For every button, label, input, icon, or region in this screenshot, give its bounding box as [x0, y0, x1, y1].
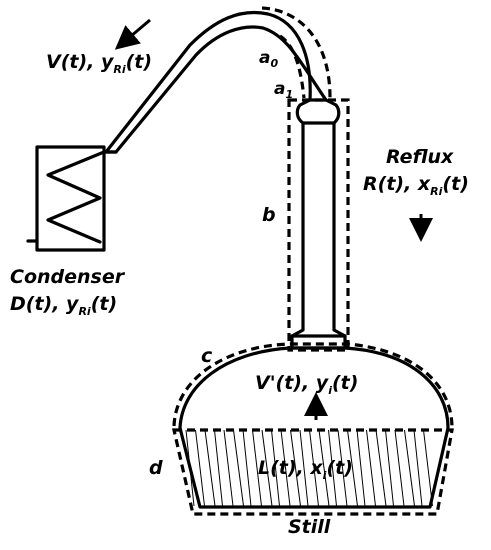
liquid-hatch-line	[337, 429, 348, 507]
still-label: Still	[288, 516, 331, 538]
liquid-hatch-line	[252, 429, 262, 507]
liquid-hatch-line	[385, 429, 394, 507]
liquid-hatch-line	[347, 429, 358, 507]
liquid-hatch-line	[280, 429, 291, 507]
region-a-dashed	[261, 6, 332, 99]
still-body	[178, 346, 450, 509]
liquid-hatch-line	[299, 429, 309, 507]
vapor-out-label: V(t), yRi(t)	[46, 51, 152, 76]
liquid-hatch-line	[356, 429, 366, 507]
reflux-title: Reflux	[386, 146, 454, 168]
liquid-hatch-line	[233, 429, 244, 507]
vapor-out-arrow	[114, 18, 151, 50]
liquid-hatch-line	[290, 429, 301, 507]
liquid-hatch-line	[309, 429, 319, 507]
condenser-value: D(t), yRi(t)	[10, 293, 117, 318]
liquid-hatch-line	[375, 429, 387, 507]
liquid-hatch-line	[366, 429, 376, 507]
region-d-dashed	[171, 428, 454, 516]
liquid-hatch-line	[394, 429, 405, 507]
a0-label: a0	[259, 48, 278, 70]
liquid-hatch-line	[404, 429, 415, 507]
region-c-dashed	[172, 342, 454, 429]
still-vapor-label: V'(t), yi(t)	[255, 372, 358, 397]
liquid-hatch-line	[204, 429, 216, 507]
liquid-hatch-line	[223, 429, 234, 507]
liquid-hatch-line	[214, 429, 223, 507]
liquid-hatch-line	[261, 429, 273, 507]
liquid-label: L(t), xi(t)	[258, 457, 353, 482]
lyne-arm	[104, 10, 328, 154]
a1-label: a1	[274, 79, 293, 101]
liquid-hatch-line	[413, 429, 423, 507]
region-a-inner-dashed	[279, 34, 306, 99]
column-top-flange	[295, 98, 341, 125]
b-label: b	[262, 204, 276, 226]
column-body	[290, 121, 347, 350]
liquid-hatch-line	[242, 429, 252, 507]
liquid-hatch-line	[195, 429, 205, 507]
c-label: c	[201, 345, 213, 367]
condenser-coil	[46, 150, 106, 244]
liquid-hatch-line	[328, 429, 337, 507]
d-label: d	[149, 457, 163, 479]
condenser-box	[35, 145, 106, 252]
liquid-hatch-line	[185, 429, 195, 507]
liquid-hatch-line	[318, 429, 330, 507]
liquid-hatch-line	[271, 429, 280, 507]
liquid-hatching	[185, 429, 433, 507]
condenser-title: Condenser	[10, 266, 126, 288]
region-b-dashed	[287, 98, 350, 352]
reflux-value: R(t), xRi(t)	[363, 173, 469, 198]
liquid-hatch-line	[423, 429, 433, 507]
